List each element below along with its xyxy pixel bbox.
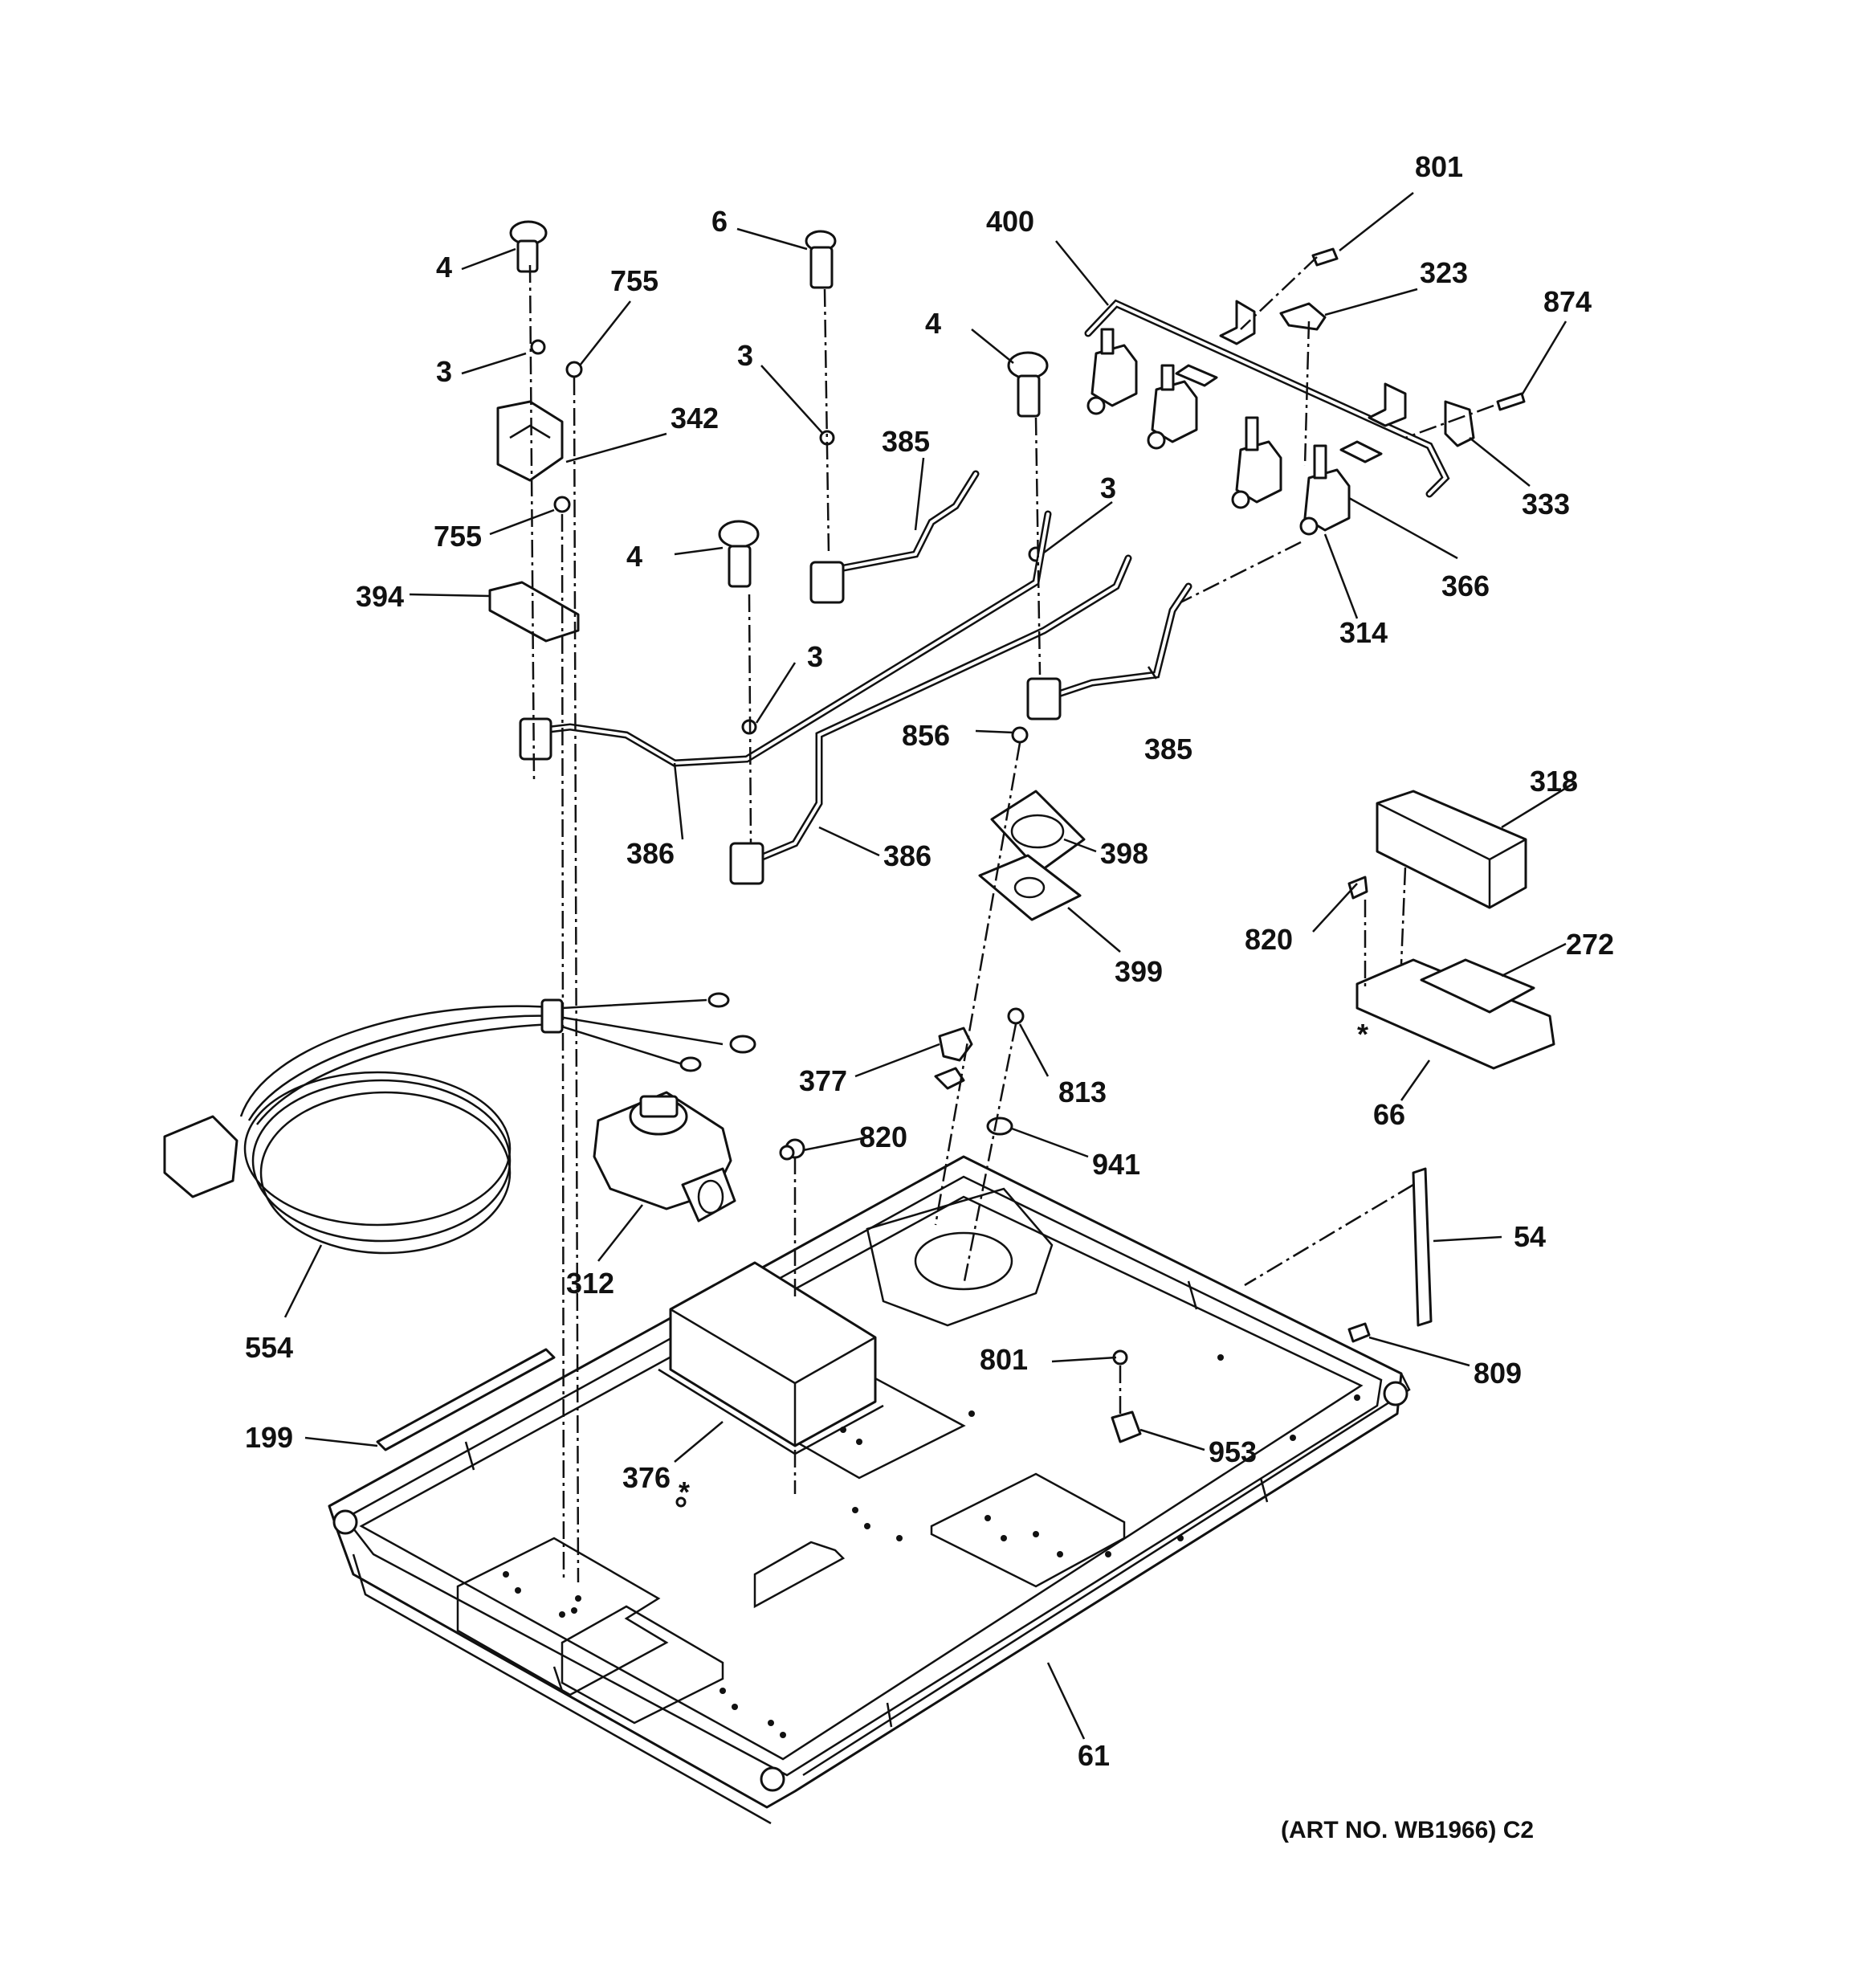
callout-318: 318 (1530, 765, 1578, 798)
callout-3-a: 3 (436, 355, 452, 388)
asterisk-b: * (679, 1476, 690, 1508)
callout-856: 856 (902, 719, 950, 752)
gas-tubes (519, 470, 1192, 885)
callout-801-top: 801 (1415, 150, 1463, 183)
junction-box (658, 1261, 884, 1455)
callout-66: 66 (1373, 1098, 1405, 1131)
callout-400: 400 (986, 205, 1034, 238)
callout-54: 54 (1514, 1220, 1546, 1253)
callout-386-b: 386 (883, 839, 932, 872)
callout-376: 376 (622, 1461, 671, 1494)
callout-554: 554 (245, 1331, 293, 1364)
callout-4-a: 4 (436, 251, 452, 284)
callout-342: 342 (671, 402, 719, 435)
callout-820-a: 820 (1245, 923, 1293, 956)
callout-labels: 801 400 6 4 755 323 874 3 342 4 3 385 33… (245, 150, 1614, 1772)
misc-hardware (376, 1145, 1433, 1508)
spark-module (1347, 790, 1555, 1070)
callout-3-b: 3 (737, 339, 753, 372)
art-number: (ART NO. WB1966) C2 (1281, 1817, 1534, 1843)
callout-398: 398 (1100, 837, 1148, 870)
callout-323: 323 (1420, 256, 1468, 289)
callout-3-c: 3 (1100, 471, 1116, 504)
callout-314: 314 (1339, 616, 1388, 649)
callout-4-b: 4 (925, 307, 941, 340)
bracket-394 (488, 581, 580, 643)
callout-399: 399 (1115, 955, 1163, 988)
power-cord (163, 992, 756, 1255)
callout-809: 809 (1474, 1357, 1522, 1390)
callout-820-b: 820 (859, 1121, 907, 1153)
gaskets (978, 726, 1086, 921)
callout-953: 953 (1209, 1435, 1257, 1468)
callout-61: 61 (1078, 1739, 1110, 1772)
igniter-switches (509, 220, 1049, 735)
bracket-342 (496, 400, 564, 482)
assembly-lines (528, 256, 1494, 1583)
callout-366: 366 (1441, 569, 1490, 602)
callout-377: 377 (799, 1064, 847, 1097)
valve-manifold (1084, 247, 1526, 536)
callout-801-b: 801 (980, 1343, 1028, 1376)
callout-6: 6 (711, 205, 728, 238)
callout-941: 941 (1092, 1148, 1140, 1181)
base-pan (328, 1155, 1411, 1825)
callout-312: 312 (566, 1267, 614, 1300)
callout-199: 199 (245, 1421, 293, 1454)
callout-333: 333 (1522, 488, 1570, 520)
callout-813: 813 (1058, 1076, 1107, 1108)
callout-385-b: 385 (1144, 733, 1192, 765)
callout-874: 874 (1543, 285, 1592, 318)
asterisk-a: * (1357, 1018, 1368, 1051)
callout-394: 394 (356, 580, 404, 613)
callout-4-c: 4 (626, 540, 642, 573)
pressure-regulator (593, 1091, 736, 1223)
callout-385-a: 385 (882, 425, 930, 458)
callout-755-a: 755 (610, 264, 658, 297)
leader-lines (283, 192, 1575, 1740)
callout-272: 272 (1566, 928, 1614, 961)
callout-755-b: 755 (434, 520, 482, 553)
callout-386-a: 386 (626, 837, 675, 870)
callout-3-d: 3 (807, 640, 823, 673)
